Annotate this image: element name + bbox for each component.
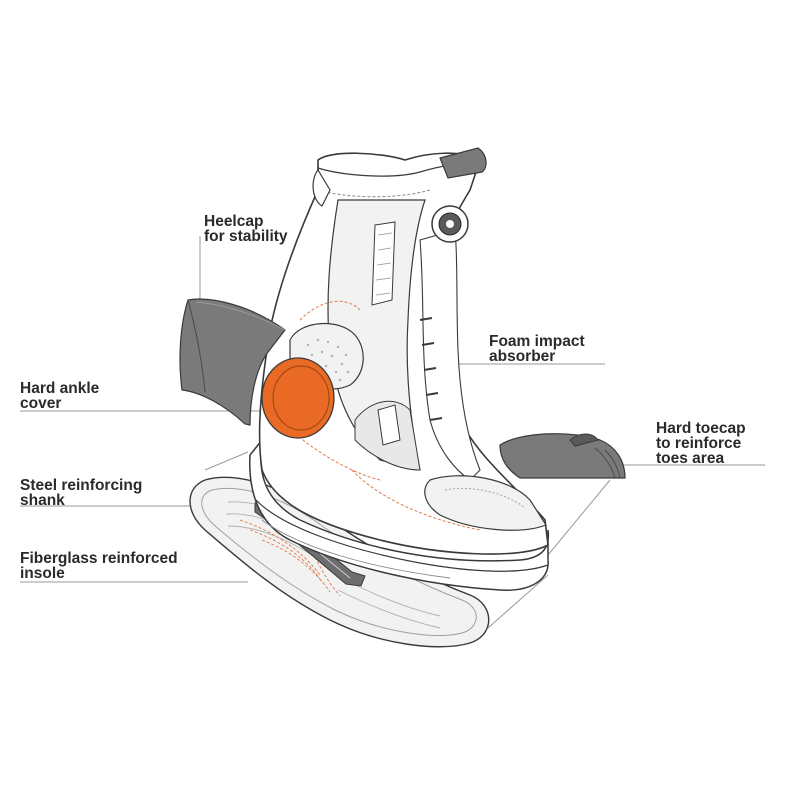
boot-upper xyxy=(258,152,549,555)
leader-exploded-heel xyxy=(204,451,249,471)
leader-exploded-sole xyxy=(487,574,549,629)
label-ankle-line2: cover xyxy=(20,395,62,412)
label-shank-line1: Steel reinforcing xyxy=(20,477,143,494)
label-insole-line2: insole xyxy=(20,565,65,582)
label-shank-line2: shank xyxy=(20,492,65,509)
label-foam-line2: absorber xyxy=(489,348,556,365)
toecap-part xyxy=(499,433,626,479)
label-heelcap: Heelcap for stability xyxy=(204,213,288,245)
dial-knob xyxy=(431,205,469,243)
label-hard-ankle-cover: Hard ankle cover xyxy=(20,380,100,412)
pull-tab-top xyxy=(439,147,487,179)
label-toecap-line3: toes area xyxy=(656,450,725,467)
label-toecap-line1: Hard toecap xyxy=(656,420,746,437)
label-toecap-line2: to reinforce xyxy=(656,435,742,452)
label-hard-toecap: Hard toecap to reinforce toes area xyxy=(656,420,746,467)
label-insole-line1: Fiberglass reinforced xyxy=(20,550,178,567)
label-steel-shank: Steel reinforcing shank xyxy=(20,477,143,509)
label-heelcap-line2: for stability xyxy=(204,228,288,245)
heelcap-part xyxy=(179,298,286,426)
label-foam-impact-absorber: Foam impact absorber xyxy=(489,333,585,365)
ankle-cover xyxy=(261,357,335,439)
label-ankle-line1: Hard ankle xyxy=(20,380,100,397)
label-foam-line1: Foam impact xyxy=(489,333,585,350)
boot-sole xyxy=(249,437,550,591)
label-fiberglass-insole: Fiberglass reinforced insole xyxy=(20,550,178,582)
label-heelcap-line1: Heelcap xyxy=(204,213,264,230)
leader-exploded-toe xyxy=(547,479,611,556)
